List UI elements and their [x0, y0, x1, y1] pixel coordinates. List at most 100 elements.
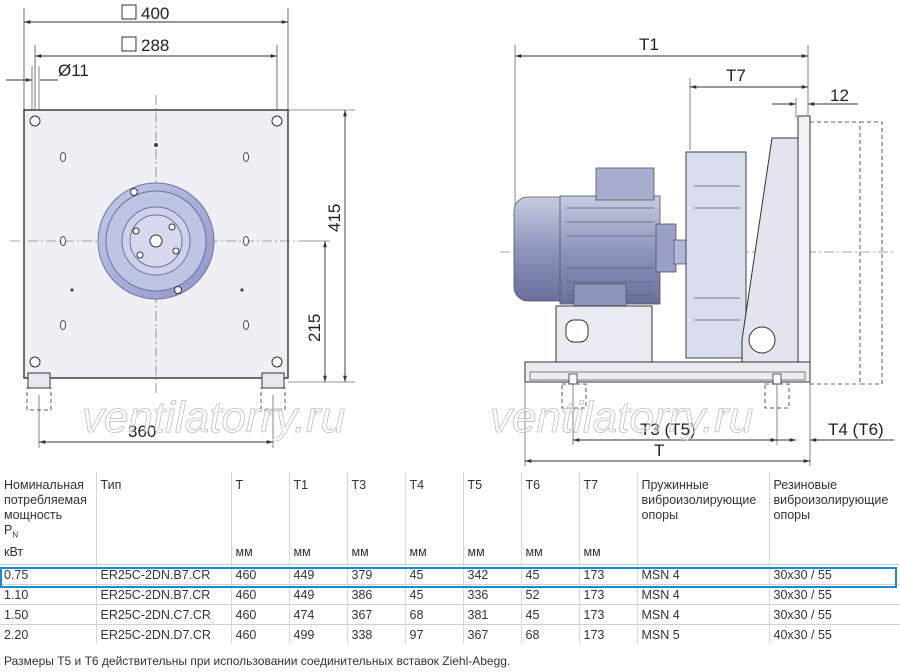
cell-type: ER25C-2DN.B7.CR	[96, 564, 232, 585]
cell-T1: 474	[289, 604, 348, 625]
cell-T3: 379	[347, 564, 406, 585]
footnote: Размеры T5 и T6 действительны при исполь…	[4, 654, 511, 668]
cell-spring: MSN 4	[637, 584, 770, 605]
header-T1-unit: мм	[293, 545, 311, 559]
dim-T3T5-label: T3 (T5)	[640, 420, 696, 439]
cell-T6: 52	[521, 584, 580, 605]
cell-T: 460	[231, 624, 290, 644]
cell-power: 1.10	[0, 584, 97, 605]
header-T3: T3 мм	[347, 472, 406, 565]
cell-T1: 449	[289, 564, 348, 585]
cell-T4: 68	[405, 604, 464, 625]
header-T5-label: T5	[467, 478, 483, 492]
cell-T1: 499	[289, 624, 348, 644]
cell-spring: MSN 4	[637, 604, 770, 625]
cell-type: ER25C-2DN.C7.CR	[96, 604, 232, 625]
dim-T4T6-label: T4 (T6)	[828, 420, 884, 439]
cell-rubber: 30x30 / 55	[769, 584, 900, 605]
cell-rubber: 30x30 / 55	[769, 564, 900, 585]
header-T5-unit: мм	[467, 545, 485, 559]
cell-rubber: 40x30 / 55	[769, 624, 900, 644]
cell-T1: 449	[289, 584, 348, 605]
header-T4-label: T4	[409, 478, 425, 492]
dim-T7-label: T7	[726, 66, 746, 85]
header-type-label: Тип	[100, 478, 122, 492]
cell-T6: 68	[521, 624, 580, 644]
cell-T3: 367	[347, 604, 406, 625]
cell-T6: 45	[521, 564, 580, 585]
cell-T3: 386	[347, 584, 406, 605]
header-T-label: T	[235, 478, 244, 492]
cell-T: 460	[231, 564, 290, 585]
header-T6-label: T6	[525, 478, 541, 492]
dim-400-label: 400	[141, 4, 169, 23]
header-T6-unit: мм	[525, 545, 543, 559]
dim-T-label: T	[654, 441, 664, 460]
cell-spring: MSN 5	[637, 624, 770, 644]
cell-type: ER25C-2DN.B7.CR	[96, 584, 232, 605]
cell-power: 0.75	[0, 564, 97, 585]
cell-T: 460	[231, 604, 290, 625]
header-power-unit: кВт	[4, 545, 24, 559]
header-T7: T7 мм	[579, 472, 638, 565]
header-T4: T4 мм	[405, 472, 464, 565]
cell-type: ER25C-2DN.D7.CR	[96, 624, 232, 644]
front-view: 400 288 Ø11	[6, 4, 355, 448]
header-T4-unit: мм	[409, 545, 427, 559]
header-T6: T6 мм	[521, 472, 580, 565]
cell-power: 1.50	[0, 604, 97, 625]
table-header-row: Номинальная потребляемая мощность PN кВт…	[0, 472, 900, 565]
header-T1: T1 мм	[289, 472, 348, 565]
cell-T: 460	[231, 584, 290, 605]
dim-360-label: 360	[128, 422, 156, 441]
header-spring-mounts: Пружинные виброизолирующие опоры	[637, 472, 770, 565]
cell-T5: 336	[463, 584, 522, 605]
header-power: Номинальная потребляемая мощность PN кВт	[0, 472, 97, 565]
cell-T6: 45	[521, 604, 580, 625]
dim-215-label: 215	[305, 314, 324, 342]
cell-T5: 367	[463, 624, 522, 644]
side-view: T1 T7 12	[500, 35, 895, 466]
header-power-label: Номинальная потребляемая мощность	[4, 478, 87, 522]
cell-T5: 381	[463, 604, 522, 625]
header-type: Тип	[96, 472, 232, 565]
header-T-unit: мм	[235, 545, 253, 559]
cell-spring: MSN 4	[637, 564, 770, 585]
dim-12-label: 12	[830, 86, 849, 105]
watermark-left: ventilatorry.ru	[82, 393, 345, 442]
cell-T7: 173	[579, 584, 638, 605]
cell-T4: 45	[405, 584, 464, 605]
header-T3-unit: мм	[351, 545, 369, 559]
dim-288-label: 288	[141, 36, 169, 55]
cell-power: 2.20	[0, 624, 97, 644]
spec-table: Номинальная потребляемая мощность PN кВт…	[0, 472, 900, 644]
header-T3-label: T3	[351, 478, 367, 492]
header-T1-label: T1	[293, 478, 309, 492]
cell-T7: 173	[579, 624, 638, 644]
dim-11-label: Ø11	[58, 61, 89, 80]
header-rubber-mounts: Резиновые виброизолирующие опоры	[769, 472, 900, 565]
power-subscript: N	[12, 530, 19, 540]
dim-415-label: 415	[325, 204, 344, 232]
cell-T5: 342	[463, 564, 522, 585]
cell-T4: 45	[405, 564, 464, 585]
header-T5: T5 мм	[463, 472, 522, 565]
cell-T3: 338	[347, 624, 406, 644]
cell-T4: 97	[405, 624, 464, 644]
header-T7-label: T7	[583, 478, 599, 492]
cell-T7: 173	[579, 564, 638, 585]
header-T7-unit: мм	[583, 545, 601, 559]
header-rubber-label: Резиновые виброизолирующие опоры	[773, 478, 889, 522]
power-symbol: P	[4, 523, 13, 537]
header-spring-label: Пружинные виброизолирующие опоры	[641, 478, 757, 522]
cell-T7: 173	[579, 604, 638, 625]
dim-T1-label: T1	[639, 35, 659, 54]
watermark-right: ventilatorry.ru	[490, 393, 753, 442]
cell-rubber: 30x30 / 55	[769, 604, 900, 625]
